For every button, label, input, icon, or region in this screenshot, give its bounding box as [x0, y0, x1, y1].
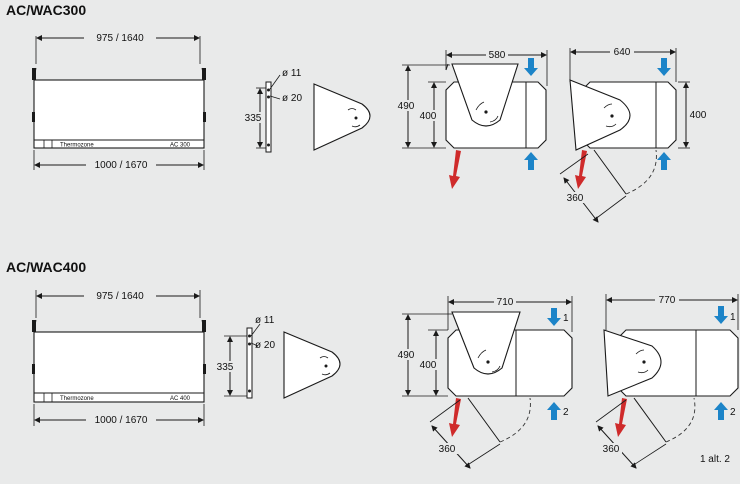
- wall-bracket-ac400: 335 ø 11 ø 20: [216, 315, 275, 399]
- swing-dim-2: 360: [567, 193, 584, 204]
- unit-front-body: [33, 331, 205, 403]
- wall-bracket-ac300: 335 ø 11 ø 20: [244, 68, 302, 153]
- height-body-2: 400: [690, 110, 707, 121]
- height-body-1: 400: [420, 111, 437, 122]
- unit-profile-ac300: [313, 83, 371, 151]
- hole-large-label: ø 20: [282, 93, 302, 104]
- height-total-1: 490: [398, 350, 415, 361]
- arrow-top-label: 1: [730, 312, 736, 323]
- height-body-1: 400: [420, 360, 437, 371]
- width-dimension: 975 / 1640: [96, 33, 144, 44]
- swing-dim-1: 360: [439, 444, 456, 455]
- brand-label: Thermozone: [60, 143, 94, 149]
- width-dim-1: 580: [489, 50, 506, 61]
- model-label: AC 300: [170, 143, 191, 149]
- hole-small-label: ø 11: [282, 68, 302, 79]
- arrow-bottom-label: 2: [563, 407, 569, 418]
- arrow-top-label: 1: [563, 313, 569, 324]
- hole-large-label: ø 20: [255, 340, 275, 351]
- width-dim-2: 640: [614, 47, 631, 58]
- side-view-1-ac300: 580 490 400: [396, 49, 548, 189]
- hole-small-label: ø 11: [255, 315, 275, 326]
- section-title-ac400: AC/WAC400: [6, 259, 86, 275]
- section-title-ac300: AC/WAC300: [6, 2, 86, 18]
- width-dim-1: 710: [497, 297, 514, 308]
- length-dimension: 1000 / 1670: [95, 415, 148, 426]
- unit-front-body: [33, 79, 205, 149]
- bracket-height: 335: [217, 362, 234, 373]
- bracket-height: 335: [245, 113, 262, 124]
- width-dimension: 975 / 1640: [96, 291, 144, 302]
- width-dim-2: 770: [659, 295, 676, 306]
- side-view-1-ac400: 710 490 400 1 2 360: [396, 296, 573, 469]
- front-view-ac400: 975 / 1640 Thermozone AC 400 1000 / 1670: [32, 290, 206, 426]
- front-view-ac300: 975 / 1640 Thermozone AC 300 1000 / 1670: [32, 32, 206, 171]
- swing-dim-2: 360: [603, 444, 620, 455]
- unit-profile-ac400: [283, 331, 341, 399]
- arrow-bottom-label: 2: [730, 407, 736, 418]
- height-total-1: 490: [398, 101, 415, 112]
- model-label: AC 400: [170, 396, 191, 402]
- footnote: 1 alt. 2: [700, 454, 730, 465]
- brand-label: Thermozone: [60, 396, 94, 402]
- side-view-2-ac300: 640 400 360: [559, 46, 708, 223]
- side-view-2-ac400: 770 1 2 360: [595, 294, 739, 469]
- length-dimension: 1000 / 1670: [95, 160, 148, 171]
